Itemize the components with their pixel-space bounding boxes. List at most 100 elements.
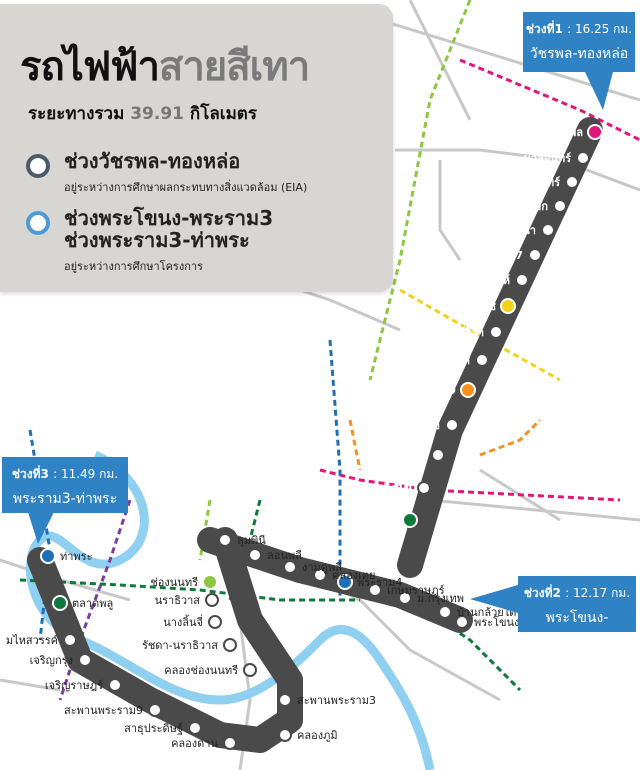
station-label: ฉลองรัช xyxy=(456,300,496,313)
station-label: มไหสวรรค์ xyxy=(6,634,58,647)
station-marker xyxy=(368,583,382,597)
callout-km: : 16.25 กม. xyxy=(567,22,633,36)
station-marker xyxy=(52,595,68,611)
station-phase3: เจริญกรุง xyxy=(30,653,92,667)
station-label: บ้านกล้วยใต้ xyxy=(457,606,516,619)
station-label: ลอนพลี xyxy=(267,549,302,562)
station-label: ตลาดพลู xyxy=(72,597,113,610)
station-label: ประชาอุทิศ xyxy=(417,354,471,368)
station-label: พระราม4 xyxy=(357,576,402,589)
station-marker xyxy=(223,736,237,750)
station-marker xyxy=(278,728,292,742)
station-label: ลุมพินี xyxy=(237,534,266,547)
station-phase1: เกษตรนวมินทร์ xyxy=(488,175,579,189)
legend-label: ช่วงวัชรพล-ทองหล่อ xyxy=(64,149,241,173)
callout-label: ช่วงที่3 xyxy=(11,467,49,481)
station-phase2: เกษมราษฎร์ xyxy=(368,583,445,597)
station-label: คลองเตย xyxy=(332,569,375,582)
station-phase1: เพชรบุรี-ทองหล่อ xyxy=(358,418,459,433)
station-marker xyxy=(402,512,418,528)
title-part2: สายสีเทา xyxy=(158,44,310,90)
station-phase2: งามดูพลี xyxy=(283,560,342,574)
station-label: ช่องนนทรี xyxy=(150,576,198,589)
callout-phase1: ช่วงที่1 : 16.25 กม. วัชรพล-ทองหล่อ xyxy=(523,12,635,72)
station-label: สะพานพระราม9 xyxy=(64,704,143,717)
station-phase1: ลาดพร้าว87 xyxy=(462,248,542,262)
callout-phase2-pointer xyxy=(470,585,518,613)
legend-label: ช่วงพระโขนง-พระราม3 xyxy=(64,206,274,230)
callout-phase2: ช่วงที่2 : 12.17 กม. พระโขนง-พระราม3 xyxy=(518,576,636,648)
station-label: คลองลำเจียก xyxy=(486,200,549,213)
station-marker xyxy=(108,678,122,692)
station-phase2: คลองช่องนนทรี xyxy=(164,663,257,677)
station-phase3: มไหสวรรค์ xyxy=(6,633,77,647)
legend-dot-blue xyxy=(26,211,50,235)
station-marker xyxy=(460,382,476,398)
station-label: แจ่มจันทร์ xyxy=(378,449,426,462)
station-phase2: ลุมพินี xyxy=(218,533,266,547)
station-phase2: พระโขนง xyxy=(455,615,519,629)
station-phase2: นางลิ้นจี่ xyxy=(163,614,222,629)
station-label: สังคมสงเคราะห์ xyxy=(435,274,510,287)
station-label: คลองภูมิ xyxy=(297,729,338,742)
station-marker xyxy=(587,124,603,140)
legend-phase23: ช่วงพระโขนง-พระราม3 ช่วงพระราม3-ท่าพระ อ… xyxy=(26,207,273,275)
legend-note: อยู่ระหว่างการศึกษาผลกระทบทางสิ่งแวดล้อม… xyxy=(64,181,308,194)
station-marker xyxy=(188,721,202,735)
station-label: เจริญกรุง xyxy=(30,654,73,667)
station-marker xyxy=(475,353,489,367)
station-marker xyxy=(243,663,257,677)
station-phase2: บ้านกล้วยใต้ xyxy=(438,605,516,619)
station-label: สาธุประดิษฐ์ xyxy=(124,722,183,735)
callout-phase1-pointer xyxy=(585,72,613,110)
title-part1: รถไฟฟ้า xyxy=(20,44,160,90)
station-phase1: นวลจันทร์ xyxy=(523,151,590,165)
station-phase1: ฉลองรัช xyxy=(456,298,516,314)
station-marker xyxy=(565,175,579,189)
station-marker xyxy=(431,448,445,462)
station-marker xyxy=(541,223,555,237)
station-marker xyxy=(248,548,262,562)
station-label: ท่าพระ xyxy=(60,550,93,563)
station-marker xyxy=(218,533,232,547)
info-panel: รถไฟฟ้าสายสีเทา ระยะทางรวม 39.91 กิโลเมต… xyxy=(0,4,393,292)
station-phase2: รัชดา-นราธิวาส xyxy=(142,638,237,652)
station-phase2: ช่องนนทรี xyxy=(150,574,218,590)
legend-note: อยู่ระหว่างการศึกษาโครงการ xyxy=(64,260,203,273)
station-marker xyxy=(489,325,503,339)
station-marker xyxy=(515,273,529,287)
station-marker xyxy=(63,633,77,647)
station-phase3: สะพานพระราม9 xyxy=(64,703,162,717)
station-label: นวลจันทร์ xyxy=(523,152,571,165)
station-marker xyxy=(208,615,222,629)
station-phase2: ลอนพลี xyxy=(248,548,302,562)
station-phase3: ตลาดพลู xyxy=(52,595,113,611)
station-phase1: คลองลำเจียก xyxy=(486,199,567,213)
station-label: เกษตรนวมินทร์ xyxy=(488,176,560,189)
station-marker xyxy=(576,151,590,165)
distance-value: 39.91 xyxy=(130,104,184,124)
station-marker xyxy=(455,615,469,629)
station-phase1: ทองหล่อ xyxy=(358,512,418,528)
station-label: นราธิวาส xyxy=(155,594,201,607)
station-marker xyxy=(553,199,567,213)
station-marker xyxy=(278,693,292,707)
station-phase3: ท่าพระ xyxy=(40,548,93,564)
station-phase2: พระราม4 xyxy=(337,574,402,590)
station-phase1: แจ่มจันทร์ xyxy=(378,448,445,462)
callout-range: พระราม3-ท่าพระ xyxy=(12,491,118,507)
callout-km: : 12.17 กม. xyxy=(565,586,631,600)
station-phase2: ม.กรุงเทพ xyxy=(398,591,464,605)
station-marker xyxy=(417,481,431,495)
station-marker xyxy=(223,638,237,652)
station-marker xyxy=(205,593,219,607)
station-marker xyxy=(337,574,353,590)
station-marker xyxy=(148,703,162,717)
station-label: เพชรบุรี-ทองหล่อ xyxy=(358,419,440,433)
callout-label: ช่วงที่2 xyxy=(523,586,561,600)
station-phase2: คลองเตย xyxy=(313,568,375,582)
station-phase3: คลองด่าน xyxy=(171,736,237,750)
station-marker xyxy=(283,560,297,574)
station-label: ม.กรุงเทพ xyxy=(417,592,464,605)
